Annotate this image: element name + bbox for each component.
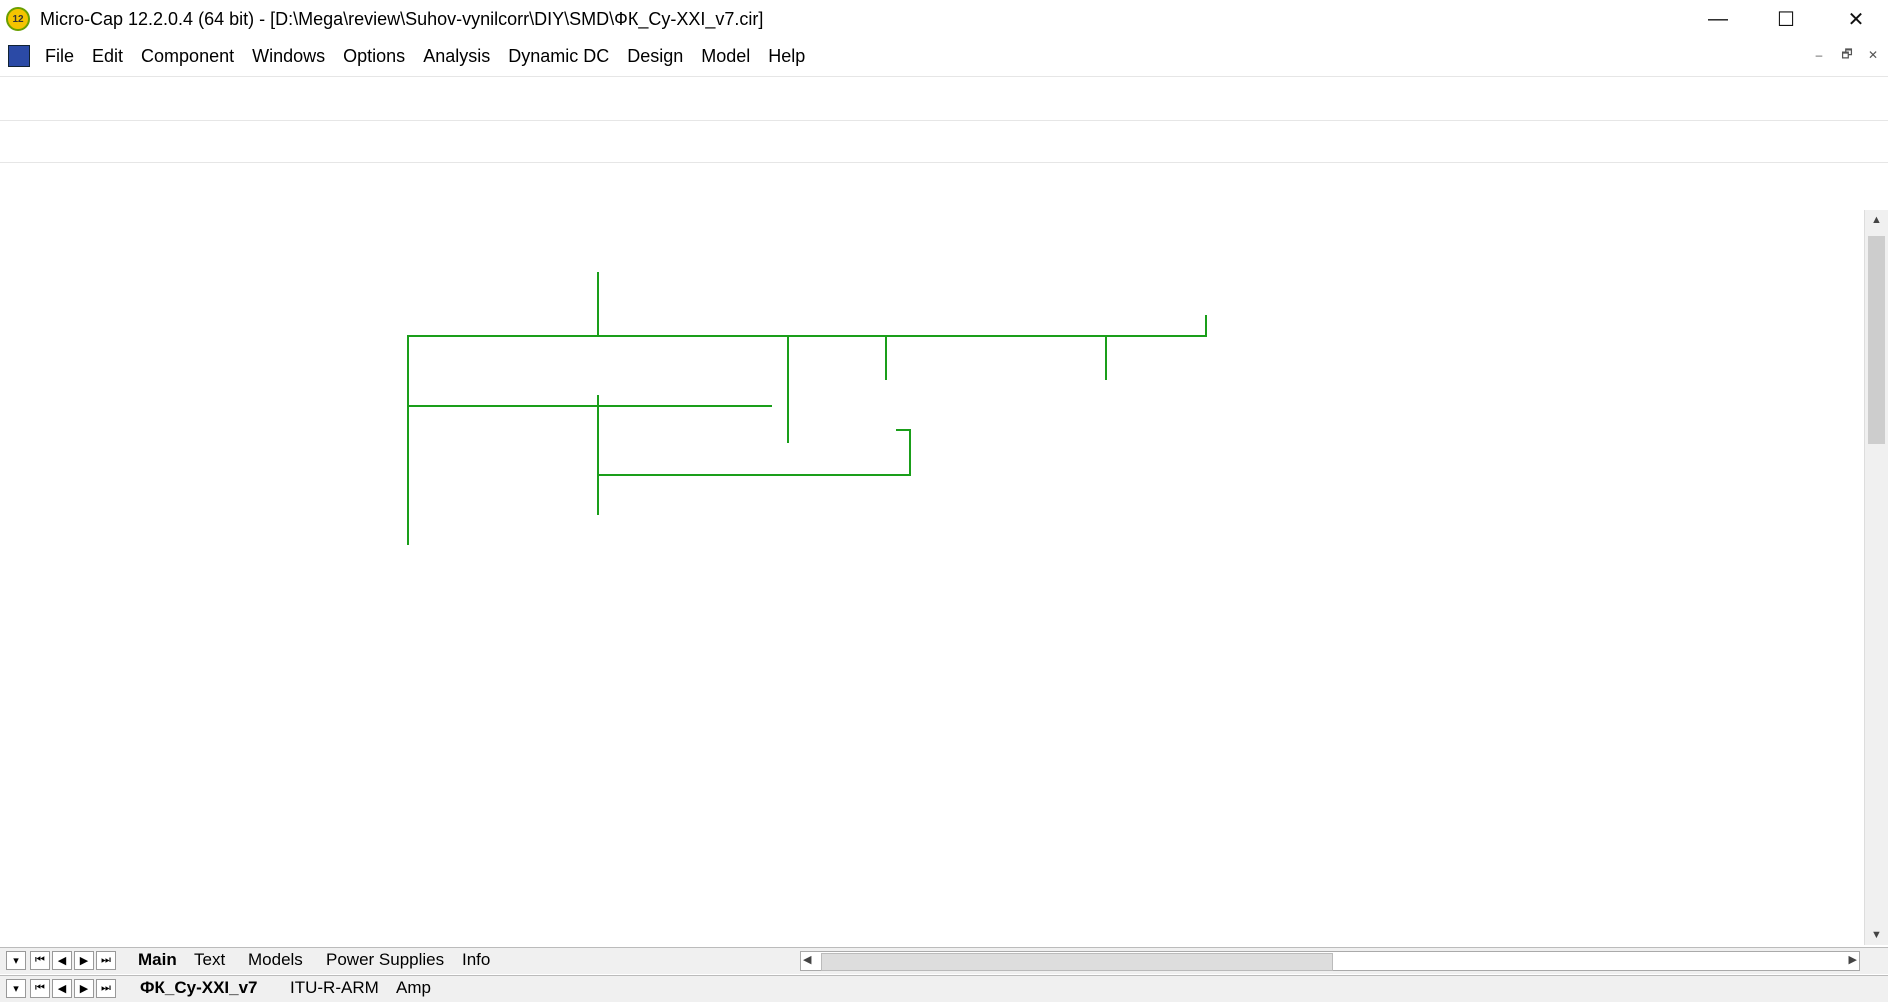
- first-tab-icon[interactable]: ⏮: [30, 951, 50, 970]
- schematic-canvas[interactable]: [0, 210, 1864, 945]
- tab-circuit-fk[interactable]: ФК_Cy-XXI_v7: [140, 978, 258, 997]
- mdi-close-button[interactable]: ✕: [1867, 48, 1879, 62]
- tab-text[interactable]: Text: [194, 950, 226, 969]
- next-tab-icon[interactable]: ▶: [74, 951, 94, 970]
- scroll-right-arrow-icon[interactable]: ▶: [1848, 954, 1857, 966]
- menu-dynamic-dc[interactable]: Dynamic DC: [508, 45, 610, 66]
- app-icon: 12: [6, 7, 30, 31]
- schematic-drawing[interactable]: [0, 210, 1864, 945]
- menu-edit[interactable]: Edit: [92, 45, 124, 66]
- tab-models[interactable]: Models: [248, 950, 303, 969]
- tab-circuit-amp[interactable]: Amp: [396, 978, 431, 997]
- scroll-thumb[interactable]: [1868, 236, 1885, 444]
- circuit-list-dropdown[interactable]: ▾: [6, 979, 26, 998]
- circuit-last-icon[interactable]: ⏭: [96, 979, 116, 998]
- menu-component[interactable]: Component: [141, 45, 235, 66]
- mdi-restore-button[interactable]: 🗗: [1841, 46, 1853, 61]
- mdi-minimize-button[interactable]: –: [1815, 48, 1823, 62]
- menu-help[interactable]: Help: [768, 45, 806, 66]
- menu-options[interactable]: Options: [343, 45, 406, 66]
- title-bar: 12 Micro-Cap 12.2.0.4 (64 bit) - [D:\Meg…: [0, 0, 1888, 38]
- schematic-wires: [407, 272, 1207, 545]
- close-button[interactable]: ✕: [1847, 8, 1865, 31]
- menu-file[interactable]: File: [45, 45, 75, 66]
- last-tab-icon[interactable]: ⏭: [96, 951, 116, 970]
- circuit-prev-icon[interactable]: ◀: [52, 979, 72, 998]
- prev-tab-icon[interactable]: ◀: [52, 951, 72, 970]
- page-tab-bar: ▾ ⏮ ◀ ▶ ⏭ Main Text Models Power Supplie…: [0, 947, 1888, 974]
- circuit-next-icon[interactable]: ▶: [74, 979, 94, 998]
- scroll-down-arrow-icon[interactable]: ▼: [1871, 929, 1882, 941]
- maximize-button[interactable]: ☐: [1777, 8, 1795, 31]
- toolbar-main: [0, 76, 1888, 117]
- tab-list-dropdown[interactable]: ▾: [6, 951, 26, 970]
- menu-model[interactable]: Model: [701, 45, 751, 66]
- toolbar-format: [0, 162, 1888, 203]
- minimize-button[interactable]: —: [1708, 7, 1728, 30]
- window-title: Micro-Cap 12.2.0.4 (64 bit) - [D:\Mega\r…: [40, 8, 764, 29]
- menu-bar: File Edit Component Windows Options Anal…: [0, 40, 1888, 72]
- circuit-tab-bar: ▾ ⏮ ◀ ▶ ⏭ ФК_Cy-XXI_v7 ITU-R-ARM Amp: [0, 975, 1888, 1002]
- tab-info[interactable]: Info: [462, 950, 491, 969]
- horizontal-scrollbar[interactable]: ◀ ▶: [800, 951, 1860, 971]
- tab-circuit-itu[interactable]: ITU-R-ARM: [290, 978, 379, 997]
- menu-analysis[interactable]: Analysis: [423, 45, 491, 66]
- vertical-scrollbar[interactable]: ▲ ▼: [1864, 210, 1888, 945]
- scroll-up-arrow-icon[interactable]: ▲: [1871, 214, 1882, 226]
- scroll-left-arrow-icon[interactable]: ◀: [803, 954, 812, 966]
- tab-main[interactable]: Main: [138, 950, 177, 969]
- tab-power-supplies[interactable]: Power Supplies: [326, 950, 445, 969]
- horizontal-scroll-thumb[interactable]: [821, 953, 1333, 971]
- menu-design[interactable]: Design: [627, 45, 684, 66]
- menu-windows[interactable]: Windows: [252, 45, 326, 66]
- circuit-first-icon[interactable]: ⏮: [30, 979, 50, 998]
- toolbar-schematic: [0, 120, 1888, 161]
- document-icon[interactable]: [8, 45, 30, 67]
